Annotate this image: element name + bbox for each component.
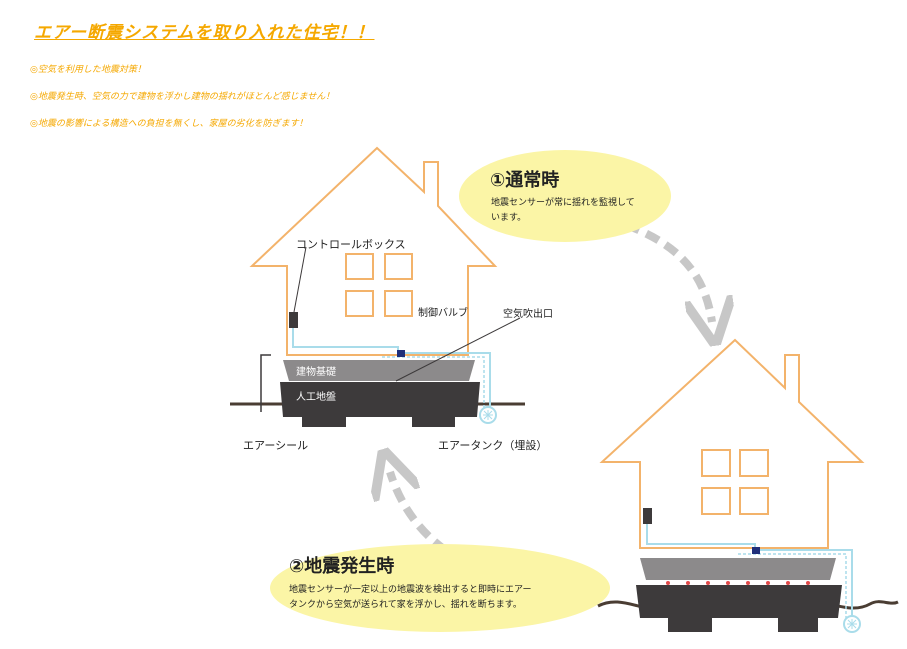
- bullet-prevent-damage: ◎地震の影響による構造への負担を無くし、家屋の劣化を防ぎます！: [30, 119, 308, 129]
- label-foundation: 建物基礎: [296, 365, 336, 378]
- air-pipe-quake: [758, 549, 853, 620]
- control-box-leader: [293, 246, 307, 313]
- bubble-normal: [459, 150, 671, 242]
- bullet-float-building: ◎地震発生時、空気の力で建物を浮かし建物の揺れがほとんど感じません！: [30, 92, 335, 102]
- label-air-seal: エアーシール: [243, 439, 308, 452]
- air-pipe-quake-inner: [738, 553, 847, 620]
- label-ground: 人工地盤: [296, 390, 336, 403]
- air-tank-normal: [479, 406, 497, 424]
- house-quake-outline: [599, 338, 865, 549]
- arrow-to-quake: [624, 221, 712, 322]
- page-title: エアー断震システムを取り入れた住宅！！: [34, 23, 375, 43]
- house-normal: [230, 146, 525, 427]
- label-air-outlet: 空気吹出口: [503, 307, 553, 320]
- artificial-ground-quake: [636, 585, 842, 632]
- house-normal-outline: [249, 146, 498, 356]
- air-seal-bracket: [260, 354, 271, 412]
- control-box: [289, 312, 298, 328]
- normal-desc-line2: います。: [491, 212, 526, 223]
- quake-desc-line2: タンクから空気が送られて家を浮かし、揺れを断ちます。: [289, 598, 522, 610]
- control-box-quake: [643, 508, 652, 524]
- quake-desc-line1: 地震センサーが一定以上の地震波を検出すると即時にエアー: [289, 583, 531, 595]
- label-control-valve: 制御バルブ: [418, 306, 468, 319]
- normal-desc-line1: 地震センサーが常に揺れを監視して: [491, 196, 635, 208]
- label-control-box: コントロールボックス: [296, 238, 406, 251]
- normal-title: ①通常時: [490, 169, 559, 191]
- bullet-air-measure: ◎空気を利用した地震対策！: [30, 65, 146, 75]
- air-pipe-normal-inner: [382, 356, 485, 410]
- control-valve: [397, 350, 405, 357]
- air-tank-quake: [843, 615, 861, 633]
- artificial-ground-normal: [280, 382, 480, 427]
- lift-dots-quake: [666, 581, 810, 585]
- quake-title: ②地震発生時: [289, 555, 394, 577]
- house-normal-windows: [345, 253, 413, 317]
- air-pipe-normal: [403, 352, 491, 410]
- house-quake: [597, 338, 899, 633]
- house-quake-windows: [701, 449, 769, 515]
- control-valve-quake: [752, 547, 760, 554]
- air-outlet-leader: [395, 317, 521, 382]
- building-foundation-quake: [640, 558, 836, 580]
- label-air-tank: エアータンク（埋設）: [438, 438, 547, 452]
- bubble-quake: [270, 544, 610, 632]
